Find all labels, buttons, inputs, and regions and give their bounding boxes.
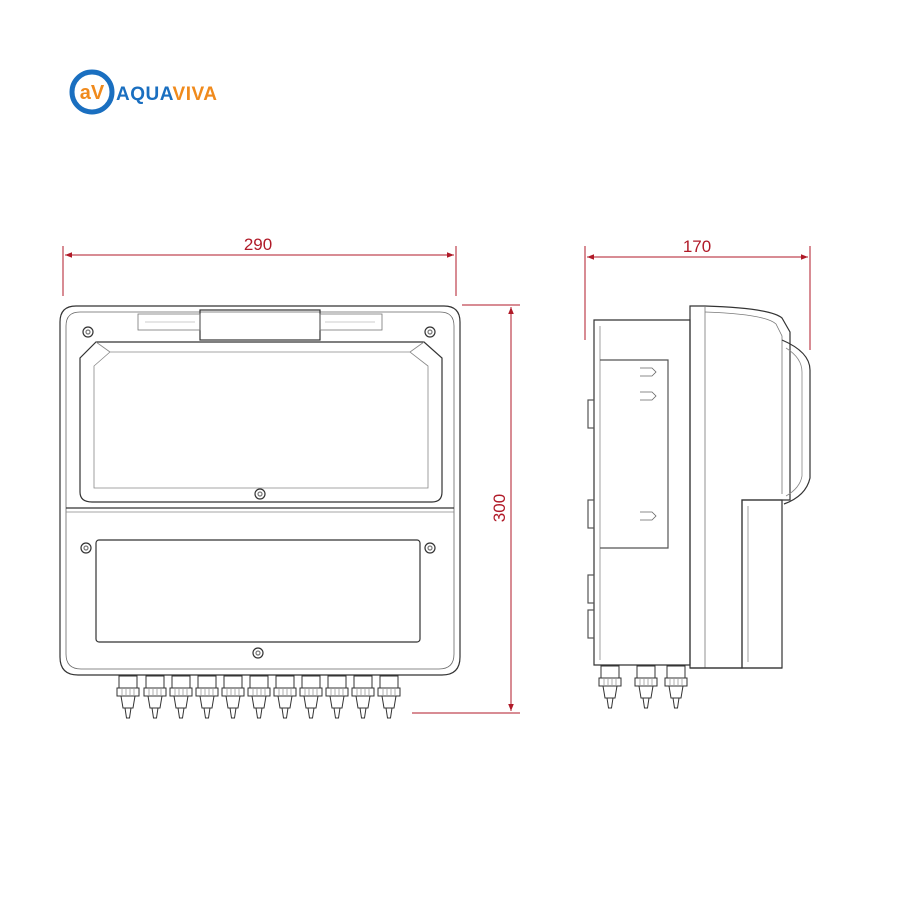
front-outer-shell: [59, 305, 461, 676]
side-clip-1: [587, 399, 595, 429]
front-window-screw: [254, 488, 266, 500]
front-gland-7: [273, 675, 297, 719]
front-gland-9: [325, 675, 349, 719]
logo-wordmark-part1: AQUA: [116, 84, 174, 105]
front-screw-bottom: [252, 647, 264, 659]
side-inner-bracket: [600, 359, 669, 549]
front-gland-6: [247, 675, 271, 719]
logo-wordmark-part2: VIVA: [173, 84, 218, 105]
front-screw-mid-left: [80, 542, 92, 554]
side-gland-2: [634, 665, 658, 709]
front-window-lid: [79, 341, 443, 503]
front-screw-mid-right: [424, 542, 436, 554]
front-hinge-left: [137, 313, 201, 331]
front-gland-8: [299, 675, 323, 719]
brand-logo: aV AQUAVIVA: [69, 69, 217, 115]
side-clip-2: [587, 499, 595, 529]
front-lower-panel: [95, 539, 421, 643]
front-gland-2: [143, 675, 167, 719]
front-gland-4: [195, 675, 219, 719]
front-cable-glands: [116, 675, 401, 719]
side-gland-3: [664, 665, 688, 709]
front-inner-shell: [65, 311, 455, 670]
front-window-inner: [93, 351, 429, 489]
side-handle: [781, 339, 811, 505]
front-view: [59, 305, 461, 676]
side-gland-1: [598, 665, 622, 709]
front-gland-11: [377, 675, 401, 719]
side-view: [587, 305, 811, 669]
front-gland-5: [221, 675, 245, 719]
dimension-width: [62, 246, 457, 296]
logo-mark-icon: [69, 69, 115, 115]
side-clip-3: [587, 574, 595, 604]
dimension-depth: [584, 246, 811, 350]
front-screw-top-left: [82, 326, 94, 338]
logo-wordmark: AQUAVIVA: [116, 84, 217, 105]
dimension-height: [412, 304, 520, 714]
logo-mark-text: aV: [80, 82, 105, 104]
front-gland-1: [116, 675, 140, 719]
dim-depth-label: 170: [683, 237, 711, 256]
front-hinge-right: [319, 313, 383, 331]
side-cable-glands: [598, 665, 688, 709]
front-gland-10: [351, 675, 375, 719]
front-screw-top-right: [424, 326, 436, 338]
dim-height-label: 300: [490, 494, 509, 522]
dim-width-label: 290: [244, 235, 272, 254]
front-gland-3: [169, 675, 193, 719]
side-rear-box: [593, 319, 691, 666]
side-clip-4: [587, 609, 595, 639]
front-top-latch: [199, 309, 321, 341]
